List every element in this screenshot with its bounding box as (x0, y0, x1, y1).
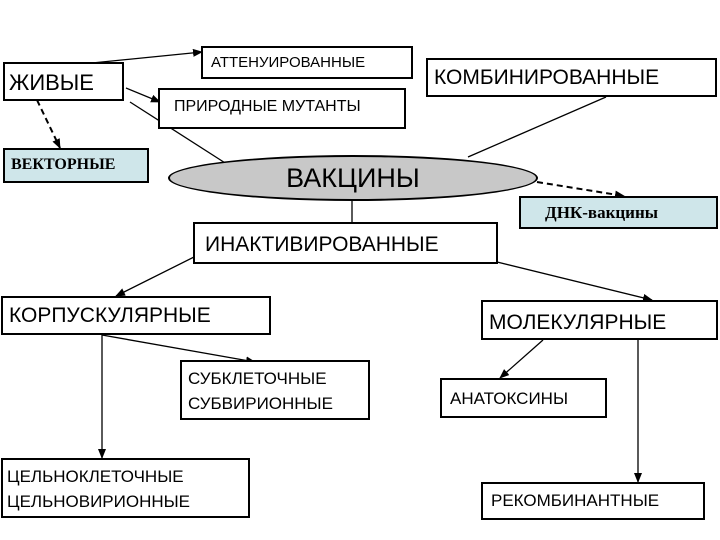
label-subvirion: СУБВИРИОННЫЕ (188, 394, 333, 413)
label-anatoxins: АНАТОКСИНЫ (450, 389, 569, 408)
box-molecular: МОЛЕКУЛЯРНЫЕ (481, 300, 718, 340)
label-dna: ДНК-вакцины (545, 203, 659, 222)
box-anatoxins: АНАТОКСИНЫ (440, 378, 607, 418)
box-natural-mutants: ПРИРОДНЫЕ МУТАНТЫ (158, 88, 406, 129)
box-inactivated: ИНАКТИВИРОВАННЫЕ (193, 222, 498, 264)
box-recombinant: РЕКОМБИНАНТНЫЕ (481, 482, 705, 520)
arrow-live-mutants (125, 87, 161, 103)
label-live: ЖИВЫЕ (9, 70, 94, 95)
arrow-live-vector (36, 99, 61, 149)
label-attenuated: АТТЕНУИРОВАННЫЕ (211, 54, 366, 71)
label-whole-cell: ЦЕЛЬНОКЛЕТОЧНЫЕ (7, 467, 184, 486)
label-whole-virion: ЦЕЛЬНОВИРИОННЫЕ (7, 492, 191, 511)
box-vector: ВЕКТОРНЫЕ (3, 148, 149, 183)
label-vaccines: ВАКЦИНЫ (286, 163, 420, 193)
box-dna: ДНК-вакцины (519, 196, 718, 229)
label-subcellular: СУБКЛЕТОЧНЫЕ (188, 369, 327, 388)
label-corpuscular: КОРПУСКУЛЯРНЫЕ (9, 304, 211, 327)
label-recombinant: РЕКОМБИНАНТНЫЕ (491, 491, 660, 510)
arrow-corpuscular-subcellular (101, 334, 256, 365)
label-vector: ВЕКТОРНЫЕ (11, 156, 116, 173)
label-combined: КОМБИНИРОВАННЫЕ (434, 66, 660, 89)
label-molecular: МОЛЕКУЛЯРНЫЕ (489, 311, 667, 334)
center-vaccines: ВАКЦИНЫ (168, 155, 538, 201)
box-whole-cell: ЦЕЛЬНОКЛЕТОЧНЫЕ ЦЕЛЬНОВИРИОННЫЕ (1, 458, 250, 518)
box-subcellular: СУБКЛЕТОЧНЫЕ СУБВИРИОННЫЕ (180, 360, 370, 420)
box-combined: КОМБИНИРОВАННЫЕ (426, 58, 717, 97)
label-inactivated: ИНАКТИВИРОВАННЫЕ (205, 233, 439, 256)
line-oval-mutants (129, 101, 234, 169)
arrow-oval-dna (536, 181, 625, 199)
label-natural-mutants: ПРИРОДНЫЕ МУТАНТЫ (174, 98, 361, 115)
box-corpuscular: КОРПУСКУЛЯРНЫЕ (1, 296, 271, 335)
box-attenuated: АТТЕНУИРОВАННЫЕ (201, 46, 413, 79)
line-oval-combined (467, 96, 607, 158)
arrow-molecular-anatoxins (499, 339, 544, 379)
box-live: ЖИВЫЕ (3, 62, 124, 101)
